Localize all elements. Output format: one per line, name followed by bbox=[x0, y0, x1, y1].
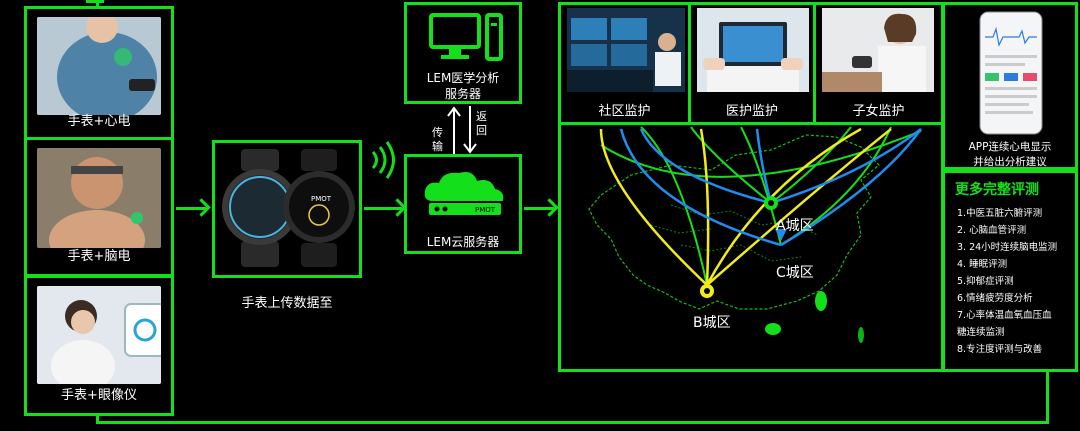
evaluation-item: 糖连续监测 bbox=[957, 327, 1005, 338]
city-b-label: B城区 bbox=[693, 315, 731, 331]
app-label-2: 并给出分析建议 bbox=[973, 156, 1047, 168]
monitor-children[interactable]: 子女监护 bbox=[816, 2, 941, 124]
device-ecg-label: 手表+心电 bbox=[67, 114, 131, 129]
arrow-watch-to-cloud bbox=[364, 207, 402, 210]
eye-photo bbox=[37, 286, 161, 384]
transfer-down-a: 返 bbox=[476, 110, 487, 123]
watch-label: 手表上传数据至 bbox=[241, 296, 333, 311]
device-eeg-panel[interactable]: 手表+脑电 bbox=[24, 137, 174, 277]
monitor-divider bbox=[558, 122, 944, 125]
cloud-server-label: LEM云服务器 bbox=[426, 235, 500, 249]
wireless-icon bbox=[371, 141, 395, 179]
monitor-community-label: 社区监护 bbox=[598, 104, 651, 119]
evaluation-item: 7.心率体温血氧血压血 bbox=[957, 310, 1052, 321]
evaluation-item: 3. 24小时连续脑电监测 bbox=[957, 242, 1058, 253]
transfer-arrows bbox=[447, 106, 477, 154]
cloud-icon: PMOT bbox=[424, 172, 504, 215]
device-eye-label: 手表+眼像仪 bbox=[61, 388, 137, 403]
medical-server-label-2: 服务器 bbox=[444, 87, 481, 101]
evaluation-list: 1.中医五脏六腑评测 2. 心脑血管评测 3. 24小时连续脑电监测 4. 睡眠… bbox=[957, 205, 1079, 358]
evaluation-panel[interactable]: 更多完整评测 1.中医五脏六腑评测 2. 心脑血管评测 3. 24小时连续脑电监… bbox=[942, 170, 1078, 372]
ecg-photo bbox=[37, 17, 161, 115]
app-panel[interactable]: APP连续心电显示 并给出分析建议 bbox=[942, 2, 1078, 170]
phone-image bbox=[979, 11, 1043, 135]
feedback-line-top bbox=[86, 0, 104, 3]
evaluation-item: 6.情绪疲劳度分析 bbox=[957, 293, 1033, 304]
city-c-label: C城区 bbox=[776, 265, 814, 281]
medical-server-label-1: LEM医学分析 bbox=[426, 71, 500, 85]
feedback-line-left bbox=[96, 416, 99, 424]
evaluation-item: 8.专注度评测与改善 bbox=[957, 344, 1043, 355]
medical-server-panel[interactable]: LEM医学分析 服务器 bbox=[404, 2, 522, 104]
svg-text:PMOT: PMOT bbox=[311, 195, 332, 203]
arrow-devices-to-watch bbox=[176, 207, 206, 210]
computer-icon bbox=[429, 13, 503, 61]
svg-text:PMOT: PMOT bbox=[475, 206, 496, 214]
feedback-line-right bbox=[1046, 372, 1049, 424]
city-a-label: A城区 bbox=[776, 218, 814, 234]
medical-photo bbox=[697, 8, 809, 92]
device-ecg-panel[interactable]: 手表+心电 bbox=[24, 6, 174, 140]
evaluation-item: 5.抑郁症评测 bbox=[957, 276, 1014, 287]
evaluation-item: 4. 睡眠评测 bbox=[957, 259, 1008, 270]
children-photo bbox=[822, 8, 934, 92]
cloud-server-panel[interactable]: PMOT LEM云服务器 bbox=[404, 154, 522, 254]
arrow-cloud-to-map bbox=[524, 207, 554, 210]
transfer-up-a: 传 bbox=[432, 126, 443, 139]
watch-panel[interactable]: PMOT bbox=[212, 140, 362, 278]
monitor-medical-label: 医护监护 bbox=[725, 104, 778, 119]
eeg-photo bbox=[37, 148, 161, 248]
transfer-down-b: 回 bbox=[476, 124, 487, 137]
monitor-children-label: 子女监护 bbox=[852, 104, 905, 119]
feedback-line-down bbox=[96, 0, 99, 6]
monitor-community[interactable]: 社区监护 bbox=[561, 2, 691, 124]
evaluation-item: 2. 心脑血管评测 bbox=[957, 225, 1027, 236]
monitor-medical[interactable]: 医护监护 bbox=[691, 2, 816, 124]
device-eeg-label: 手表+脑电 bbox=[67, 249, 131, 264]
app-label-1: APP连续心电显示 bbox=[968, 141, 1052, 153]
transfer-up-b: 输 bbox=[432, 140, 443, 153]
china-map bbox=[588, 126, 923, 343]
device-eye-panel[interactable]: 手表+眼像仪 bbox=[24, 275, 174, 416]
feedback-line-bottom bbox=[96, 421, 1049, 424]
evaluation-title: 更多完整评测 bbox=[955, 182, 1039, 198]
evaluation-item: 1.中医五脏六腑评测 bbox=[957, 208, 1043, 219]
watch-image: PMOT bbox=[222, 149, 355, 267]
community-photo bbox=[567, 8, 685, 92]
